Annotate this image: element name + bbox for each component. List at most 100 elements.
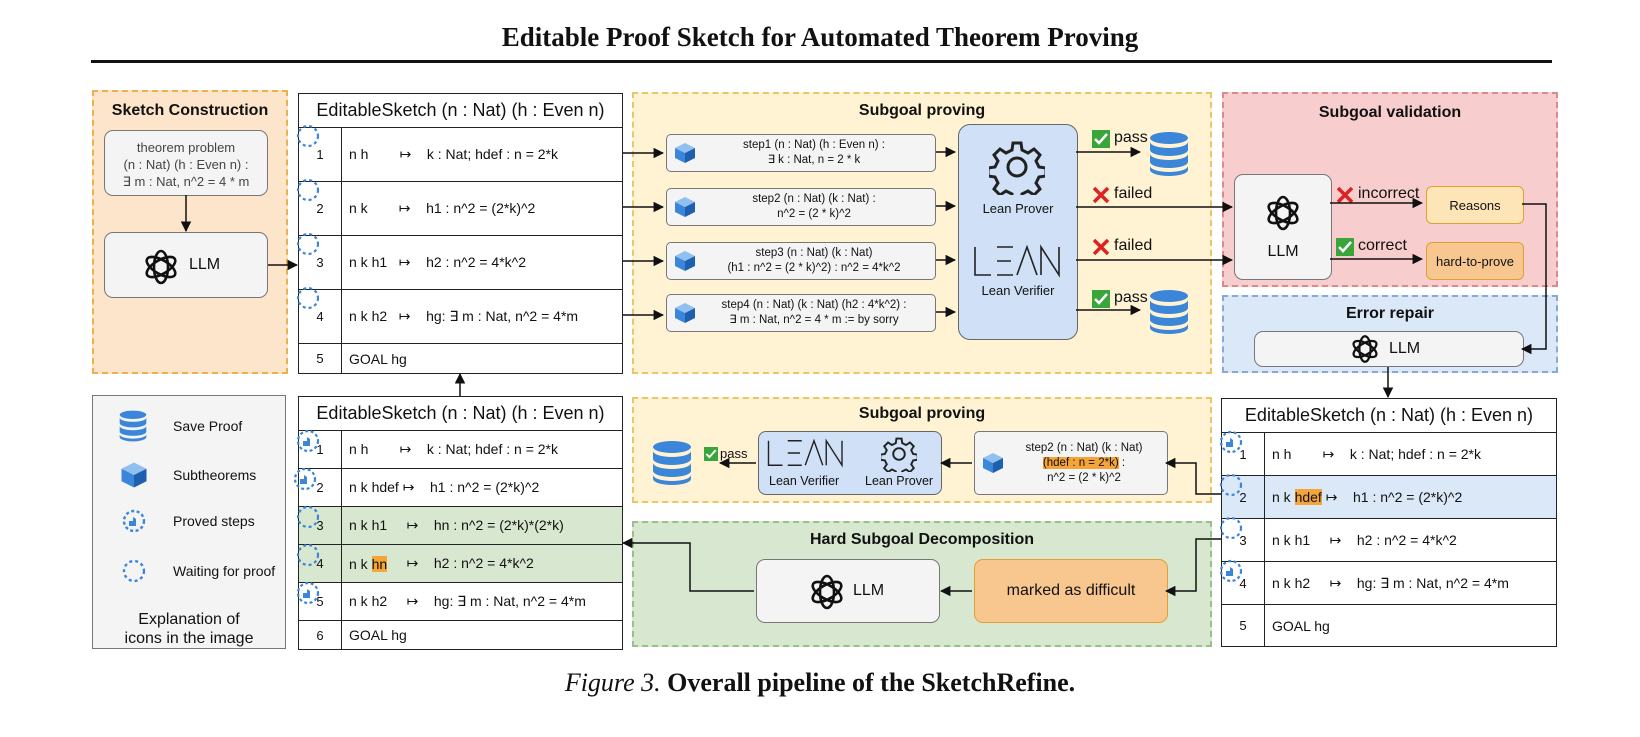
check-icon (704, 447, 718, 461)
theorem-line-1: theorem problem (136, 140, 236, 155)
step-line-tail: : (1118, 456, 1126, 469)
sketch-header: EditableSketch (n : Nat) (h : Even n) (316, 403, 605, 423)
row-text: n k h1 ↦ hn : n^2 = (2*k)*(2*k) (349, 517, 564, 533)
gear-icon (989, 141, 1045, 195)
arrow-sketch-to-mid-step (1164, 457, 1221, 495)
lean-logo-icon (974, 244, 1060, 278)
step-3-line-1: step3 (n : Nat) (k : Nat) (755, 247, 873, 259)
row-text: n k h1 ↦ h2 : n^2 = 4*k^2 (349, 254, 527, 270)
subgoal-proving-heading: Subgoal proving (858, 405, 986, 422)
llm-label: LLM (1267, 243, 1299, 260)
row-text: n h ↦ k : Nat; hdef : n = 2*k (349, 441, 558, 457)
lean-verifier-label: Lean Verifier (981, 283, 1055, 298)
subtheorem-cube-icon (675, 197, 695, 217)
row-text-part: n k (1272, 489, 1295, 505)
result-pass-4: pass (1092, 289, 1212, 312)
pass-label: pass (720, 446, 748, 461)
row-number: 3 (299, 507, 342, 544)
step-line-3: n^2 = (2 * k)^2 (1047, 471, 1121, 484)
step-2-line-2: n^2 = (2 * k)^2 (777, 208, 851, 220)
result-text: pass (1114, 129, 1148, 146)
row-number: 1 (299, 128, 342, 181)
table-row: 5 GOAL hg (299, 343, 622, 373)
sketch-header: EditableSketch (n : Nat) (h : Even n) (1244, 405, 1534, 425)
cross-icon (1092, 238, 1110, 256)
row-number: 2 (1222, 476, 1265, 518)
row-number: 2 (299, 469, 342, 506)
row-text: n k h2 ↦ hg: ∃ m : Nat, n^2 = 4*m (1272, 574, 1509, 591)
step-2-revised-box: step2 (n : Nat) (k : Nat) (hdef : n = 2*… (974, 431, 1168, 495)
row-text: n h ↦ k : Nat; hdef : n = 2*k (1272, 445, 1481, 462)
legend-save-label: Save Proof (173, 418, 243, 434)
step-1-line-2: ∃ k : Nat, n = 2 * k (767, 154, 861, 166)
marked-difficult-box: marked as difficult (974, 559, 1168, 623)
result-failed-2: failed (1092, 185, 1212, 208)
caption-prefix: Figure 3. (564, 668, 661, 697)
row-number: 6 (299, 621, 342, 649)
hard-decomposition-panel: Hard Subgoal Decomposition LLM marked as… (632, 521, 1212, 647)
legend-explanation-line-1: Explanation of (138, 611, 240, 628)
hard-decomposition-heading: Hard Subgoal Decomposition (809, 531, 1034, 548)
database-icon (1150, 132, 1188, 176)
check-icon (1336, 238, 1354, 256)
row-text: n k ↦ h1 : n^2 = (2*k)^2 (349, 200, 536, 216)
step-1-line-1: step1 (n : Nat) (h : Even n) : (743, 139, 885, 151)
table-row: 2 n k ↦ h1 : n^2 = (2*k)^2 (299, 181, 622, 235)
step-line-1: step2 (n : Nat) (k : Nat) (1025, 441, 1143, 454)
lean-prover-label: Lean Prover (865, 474, 934, 488)
subgoal-proving-heading: Subgoal proving (858, 102, 986, 119)
row-text: n k hdef ↦ h1 : n^2 = (2*k)^2 (1272, 476, 1462, 518)
subgoal-validation-panel: Subgoal validation LLM incorrect correct… (1222, 92, 1558, 287)
subgoal-validation-heading: Subgoal validation (1318, 104, 1462, 121)
reasons-box: Reasons (1426, 186, 1524, 224)
subtheorem-cube-icon (675, 303, 695, 323)
row-number: 4 (299, 545, 342, 582)
legend-explanation-line-2: icons in the image (124, 630, 254, 647)
row-number: 3 (1222, 519, 1265, 561)
incorrect-label: incorrect (1358, 185, 1420, 202)
figure-caption: Figure 3. Overall pipeline of the Sketch… (0, 668, 1640, 698)
row-number: 1 (299, 431, 342, 468)
row-number: 5 (299, 344, 342, 373)
result-text: pass (1114, 289, 1148, 306)
result-text: failed (1114, 237, 1153, 254)
cross-icon (1336, 186, 1354, 204)
row-text: n h ↦ k : Nat; hdef : n = 2*k (349, 146, 558, 162)
row-text: n k h1 ↦ h2 : n^2 = 4*k^2 (1272, 531, 1457, 548)
check-icon (1092, 290, 1110, 308)
row-text: n k h2 ↦ hg: ∃ m : Nat, n^2 = 4*m (349, 308, 579, 324)
theorem-line-3: ∃ m : Nat, n^2 = 4 * m (122, 174, 250, 189)
subtheorem-cube-icon (983, 453, 1003, 473)
step-3-box: step3 (n : Nat) (k : Nat)(h1 : n^2 = (2 … (666, 242, 936, 280)
highlighted-hypothesis: hn (371, 555, 388, 572)
waiting-icon (122, 559, 146, 583)
arrow-llm-to-bottom-sketch (621, 537, 754, 592)
step-4-line-2: ∃ m : Nat, n^2 = 4 * m := by sorry (729, 314, 899, 326)
row-text-part: ↦ h2 : n^2 = 4*k^2 (387, 555, 534, 571)
row-number: 2 (299, 182, 342, 235)
row-text: GOAL hg (349, 350, 407, 367)
legend-proved-label: Proved steps (173, 513, 255, 529)
arrow-sketch-to-marked (1164, 538, 1221, 597)
row-text: n k h2 ↦ hg: ∃ m : Nat, n^2 = 4*m (349, 593, 586, 609)
reasons-label: Reasons (1449, 197, 1501, 213)
row-number: 4 (299, 290, 342, 343)
database-icon (1150, 290, 1188, 334)
llm-box-construction: LLM (104, 232, 268, 298)
database-icon (119, 410, 147, 442)
subtheorem-cube-icon (121, 462, 147, 488)
step-4-box: step4 (n : Nat) (k : Nat) (h2 : 4*k^2) :… (666, 294, 936, 332)
subgoal-proving-top-panel: Subgoal proving step1 (n : Nat) (h : Eve… (632, 92, 1212, 374)
correct-label: correct (1358, 237, 1407, 254)
cross-icon (1092, 186, 1110, 204)
sketch-construction-heading: Sketch Construction (111, 102, 269, 119)
arrow-reasons-to-repair (1520, 203, 1547, 355)
row-number: 1 (1222, 433, 1265, 475)
subtheorem-cube-icon (675, 143, 695, 163)
